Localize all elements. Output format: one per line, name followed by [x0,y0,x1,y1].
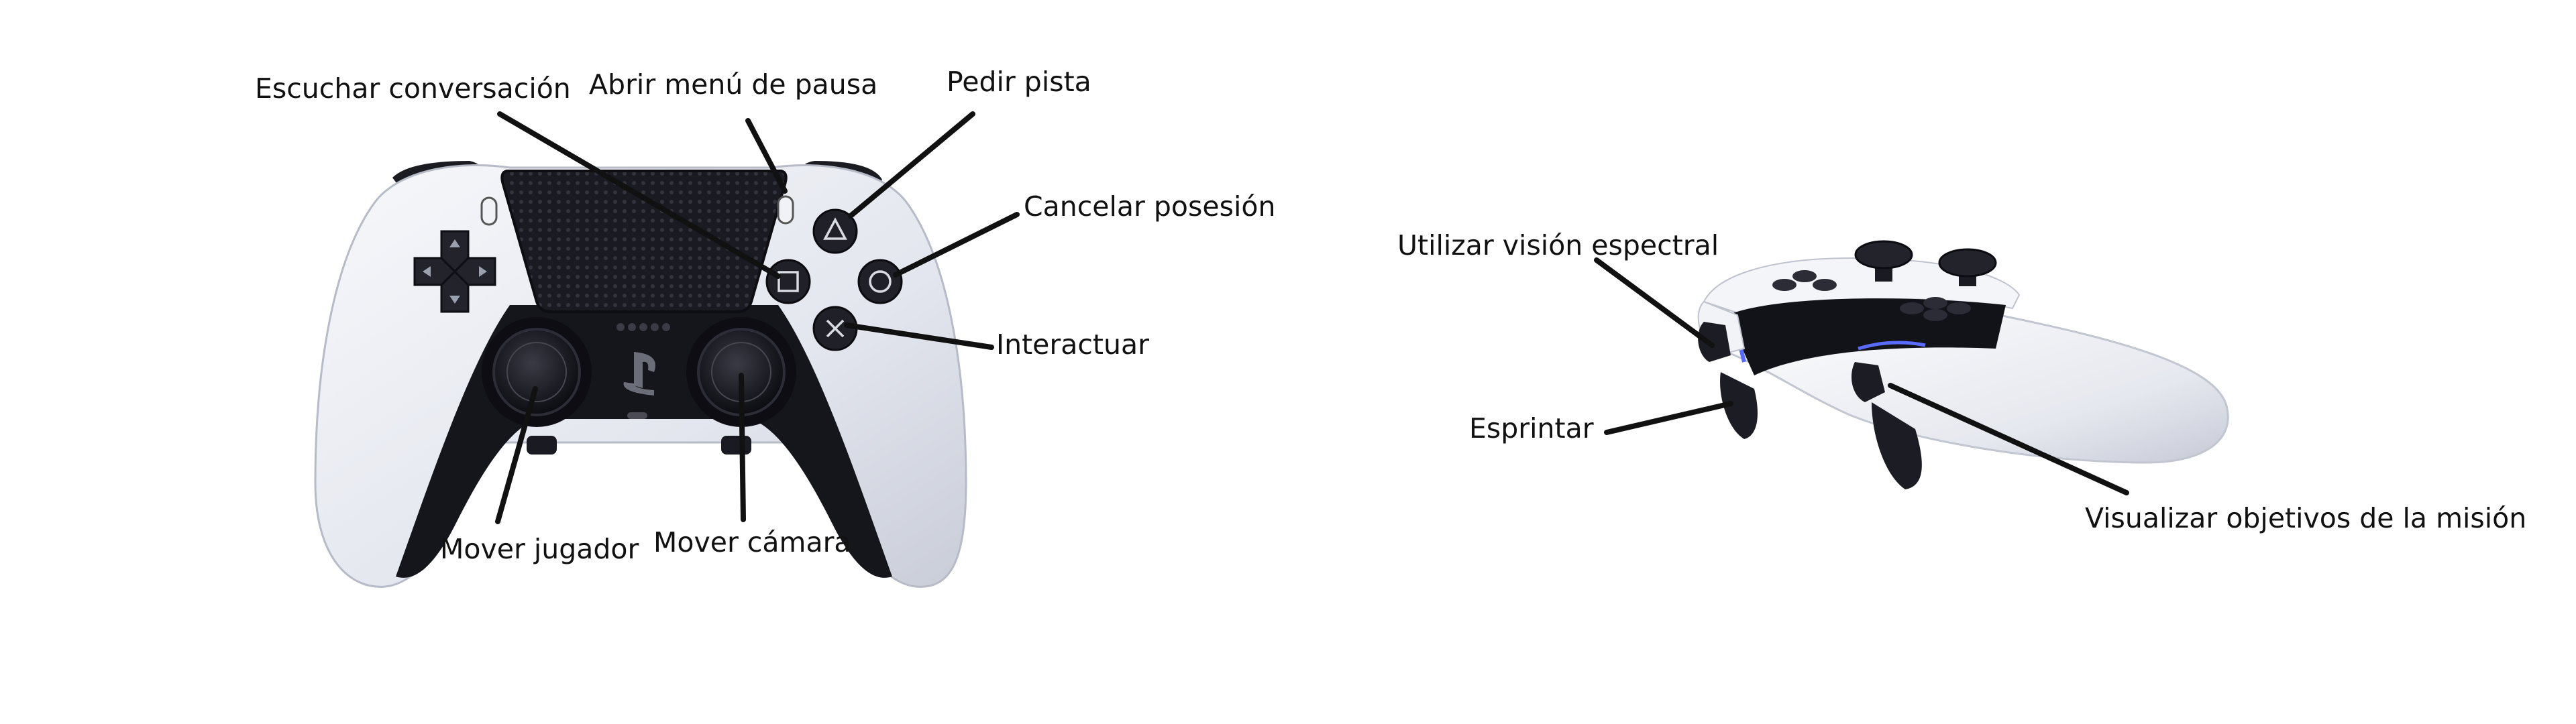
controller-side-view [1697,240,2229,489]
dpad-icon [413,230,496,313]
label-abrir-menu-pausa: Abrir menú de pausa [589,68,878,101]
touchpad [500,170,788,313]
r1-trigger [1851,362,1885,402]
label-visualizar-objetivos: Visualizar objetivos de la misión [2085,502,2527,534]
leader-cancelar [893,212,1020,278]
side-right-stick [1938,248,1997,286]
label-mover-jugador: Mover jugador [440,533,639,565]
side-left-stick [1854,240,1913,282]
playstation-logo-icon [623,352,655,396]
label-escuchar-conversacion: Escuchar conversación [255,72,571,105]
mute-button-icon [627,412,647,419]
cross-icon [826,319,845,338]
label-pedir-pista: Pedir pista [947,66,1091,98]
triangle-icon [823,217,847,240]
leader-objetivos [1888,383,2129,495]
label-esprintar: Esprintar [1469,412,1594,444]
options-button-icon [777,195,794,225]
create-button-icon [480,196,498,226]
speaker-grille [616,323,670,331]
leader-esprintar [1604,401,1733,435]
face-buttons [765,208,903,351]
l2-trigger [1720,372,1758,439]
leader-pausa [745,118,788,194]
leader-mover-camara [739,373,746,522]
leader-escuchar [497,111,781,279]
right-stick-icon [686,317,796,427]
leader-mover-jugador [495,386,538,524]
circle-icon [869,270,892,293]
controller-front-view [314,161,967,588]
leader-vision [1594,257,1715,348]
left-stick-icon [482,317,592,427]
square-icon [777,271,799,292]
label-utilizar-vision-espectral: Utilizar visión espectral [1397,229,1719,261]
l1-trigger [1698,322,1731,362]
label-mover-camara: Mover cámara [653,526,851,558]
leader-lines [495,111,2129,524]
leader-interactuar [844,322,994,350]
label-cancelar-posesion: Cancelar posesión [1024,190,1276,223]
leader-pista [848,111,975,219]
label-interactuar: Interactuar [996,328,1149,361]
r2-trigger [1872,402,1922,489]
